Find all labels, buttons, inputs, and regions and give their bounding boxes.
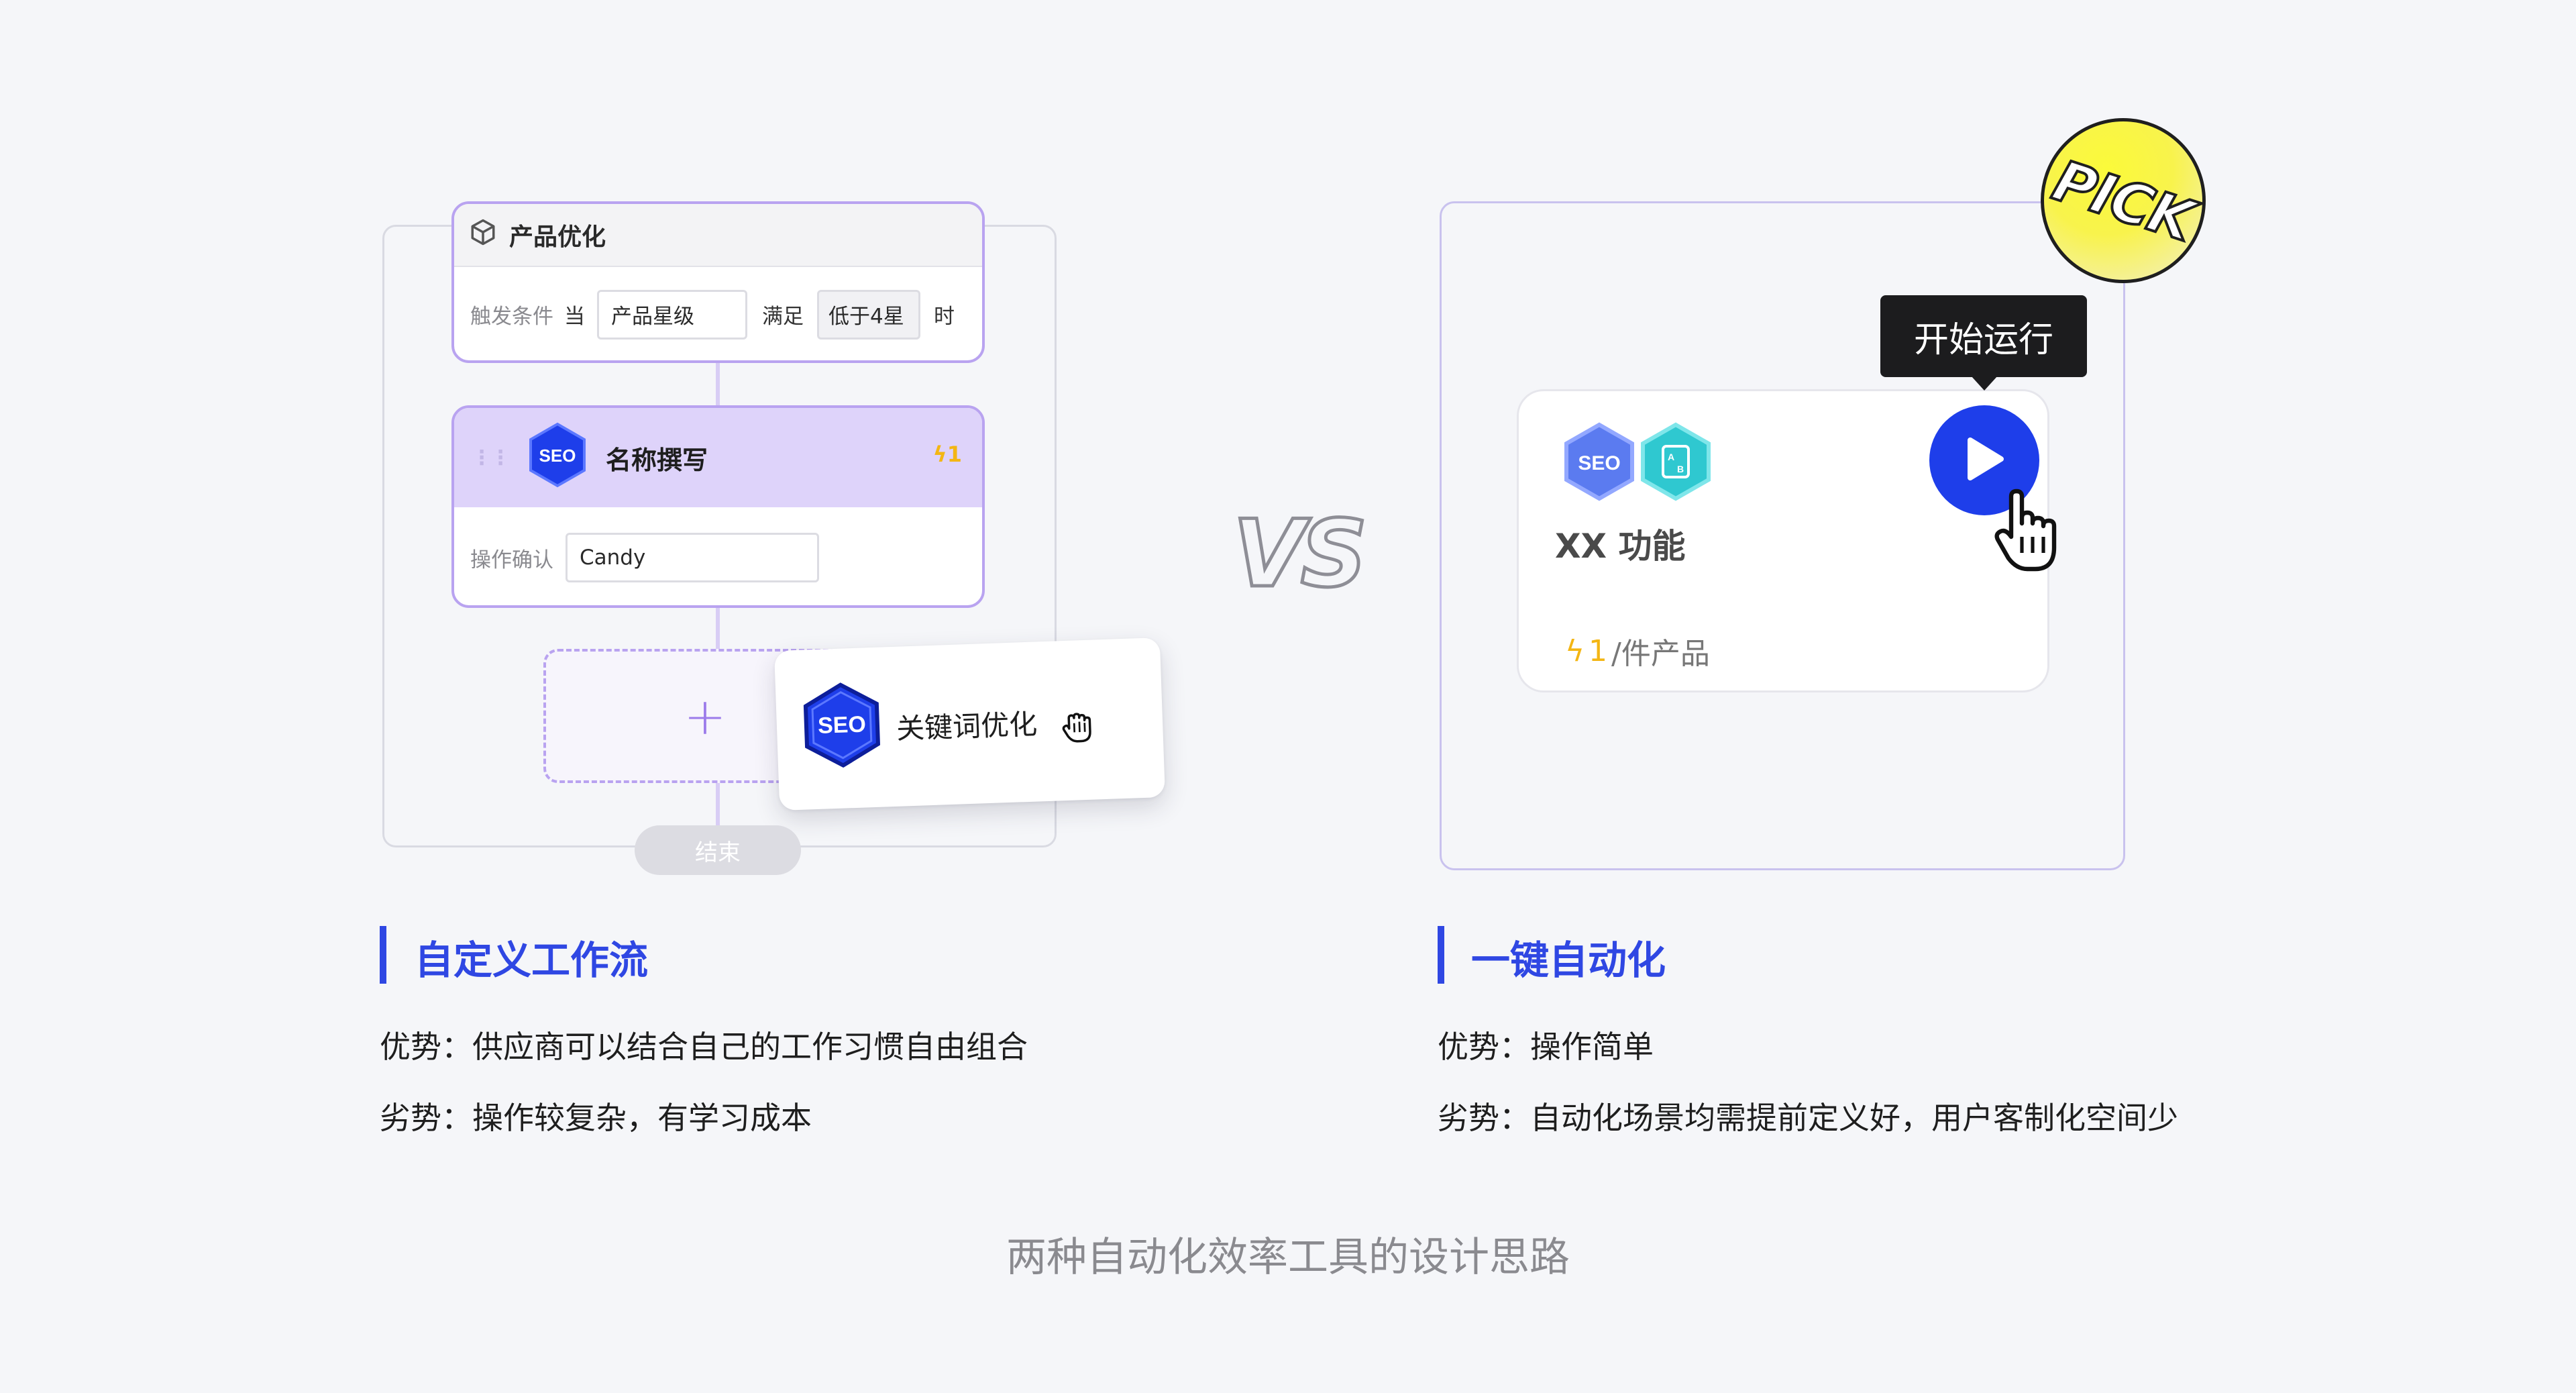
vs-label: VS xyxy=(1231,499,1368,610)
cost-indicator: ϟ1 xyxy=(933,442,962,467)
seo-icon: SEO xyxy=(1562,421,1637,505)
confirm-row: 操作确认 Candy xyxy=(454,507,982,605)
card-title: 产品优化 xyxy=(509,223,606,251)
card-header: ⋮⋮ SEO 名称撰写 ϟ1 xyxy=(454,408,982,507)
trigger-row: 触发条件 当 产品星级 满足 低于4星 时 xyxy=(454,267,982,360)
svg-text:SEO: SEO xyxy=(1578,452,1620,474)
pick-text: PICK xyxy=(2044,146,2202,256)
condition-field[interactable]: 产品星级 xyxy=(597,289,747,340)
name-writing-card[interactable]: ⋮⋮ SEO 名称撰写 ϟ1 操作确认 Candy xyxy=(451,405,985,608)
tooltip-arrow xyxy=(1971,376,1998,391)
confirm-label: 操作确认 xyxy=(470,548,553,572)
section-marker xyxy=(1438,926,1444,984)
play-icon xyxy=(1962,435,2006,486)
product-optimize-card[interactable]: 产品优化 触发条件 当 产品星级 满足 低于4星 时 xyxy=(451,201,985,363)
drag-handle-icon[interactable]: ⋮⋮ xyxy=(472,446,511,470)
confirm-input[interactable]: Candy xyxy=(566,533,819,582)
seo-icon: SEO xyxy=(801,680,883,777)
popover-label: 关键词优化 xyxy=(896,707,1038,745)
run-tooltip: 开始运行 xyxy=(1880,295,2087,377)
right-disadvantage: 劣势：自动化场景均需提前定义好，用户客制化空间少 xyxy=(1438,1100,2178,1136)
left-section-title: 自定义工作流 xyxy=(415,937,649,983)
card-header: 产品优化 xyxy=(454,204,982,267)
figure-caption: 两种自动化效率工具的设计思路 xyxy=(1006,1234,1570,1281)
connector-line xyxy=(716,608,720,649)
feature-cost: ϟ 1 /件产品 xyxy=(1565,629,1710,672)
feature-title: XX 功能 xyxy=(1555,527,1686,566)
then-text: 时 xyxy=(934,305,955,329)
pick-badge: PICK xyxy=(2041,118,2206,283)
card-title: 名称撰写 xyxy=(606,445,708,475)
pointer-hand-icon xyxy=(1990,488,2065,577)
grab-hand-icon xyxy=(1057,705,1099,755)
svg-text:SEO: SEO xyxy=(539,446,576,466)
box-icon xyxy=(469,218,497,252)
trigger-label: 触发条件 xyxy=(470,305,553,329)
ab-test-icon: A B xyxy=(1638,421,1713,505)
satisfies-text: 满足 xyxy=(762,305,804,329)
cost-unit: /件产品 xyxy=(1611,637,1710,671)
condition-value-field[interactable]: 低于4星 xyxy=(817,289,920,340)
left-disadvantage: 劣势：操作较复杂，有学习成本 xyxy=(380,1100,812,1136)
cost-value: 1 xyxy=(1589,633,1608,668)
svg-text:B: B xyxy=(1677,464,1684,474)
section-marker xyxy=(380,926,386,984)
end-node: 结束 xyxy=(635,825,801,875)
keyword-optimize-drag-card[interactable]: SEO 关键词优化 xyxy=(774,637,1165,811)
plus-icon: + xyxy=(684,686,727,746)
svg-text:A: A xyxy=(1668,452,1674,462)
when-text: 当 xyxy=(564,305,585,329)
right-section-title: 一键自动化 xyxy=(1471,937,1666,983)
connector-line xyxy=(716,783,720,825)
right-advantage: 优势：操作简单 xyxy=(1438,1029,1654,1065)
bolt-icon: ϟ xyxy=(932,442,947,467)
connector-line xyxy=(716,363,720,405)
cost-value: 1 xyxy=(947,442,962,467)
svg-text:SEO: SEO xyxy=(817,711,866,738)
seo-icon: SEO xyxy=(527,421,588,495)
left-advantage: 优势：供应商可以结合自己的工作习惯自由组合 xyxy=(380,1029,1028,1065)
bolt-icon: ϟ xyxy=(1565,633,1585,668)
